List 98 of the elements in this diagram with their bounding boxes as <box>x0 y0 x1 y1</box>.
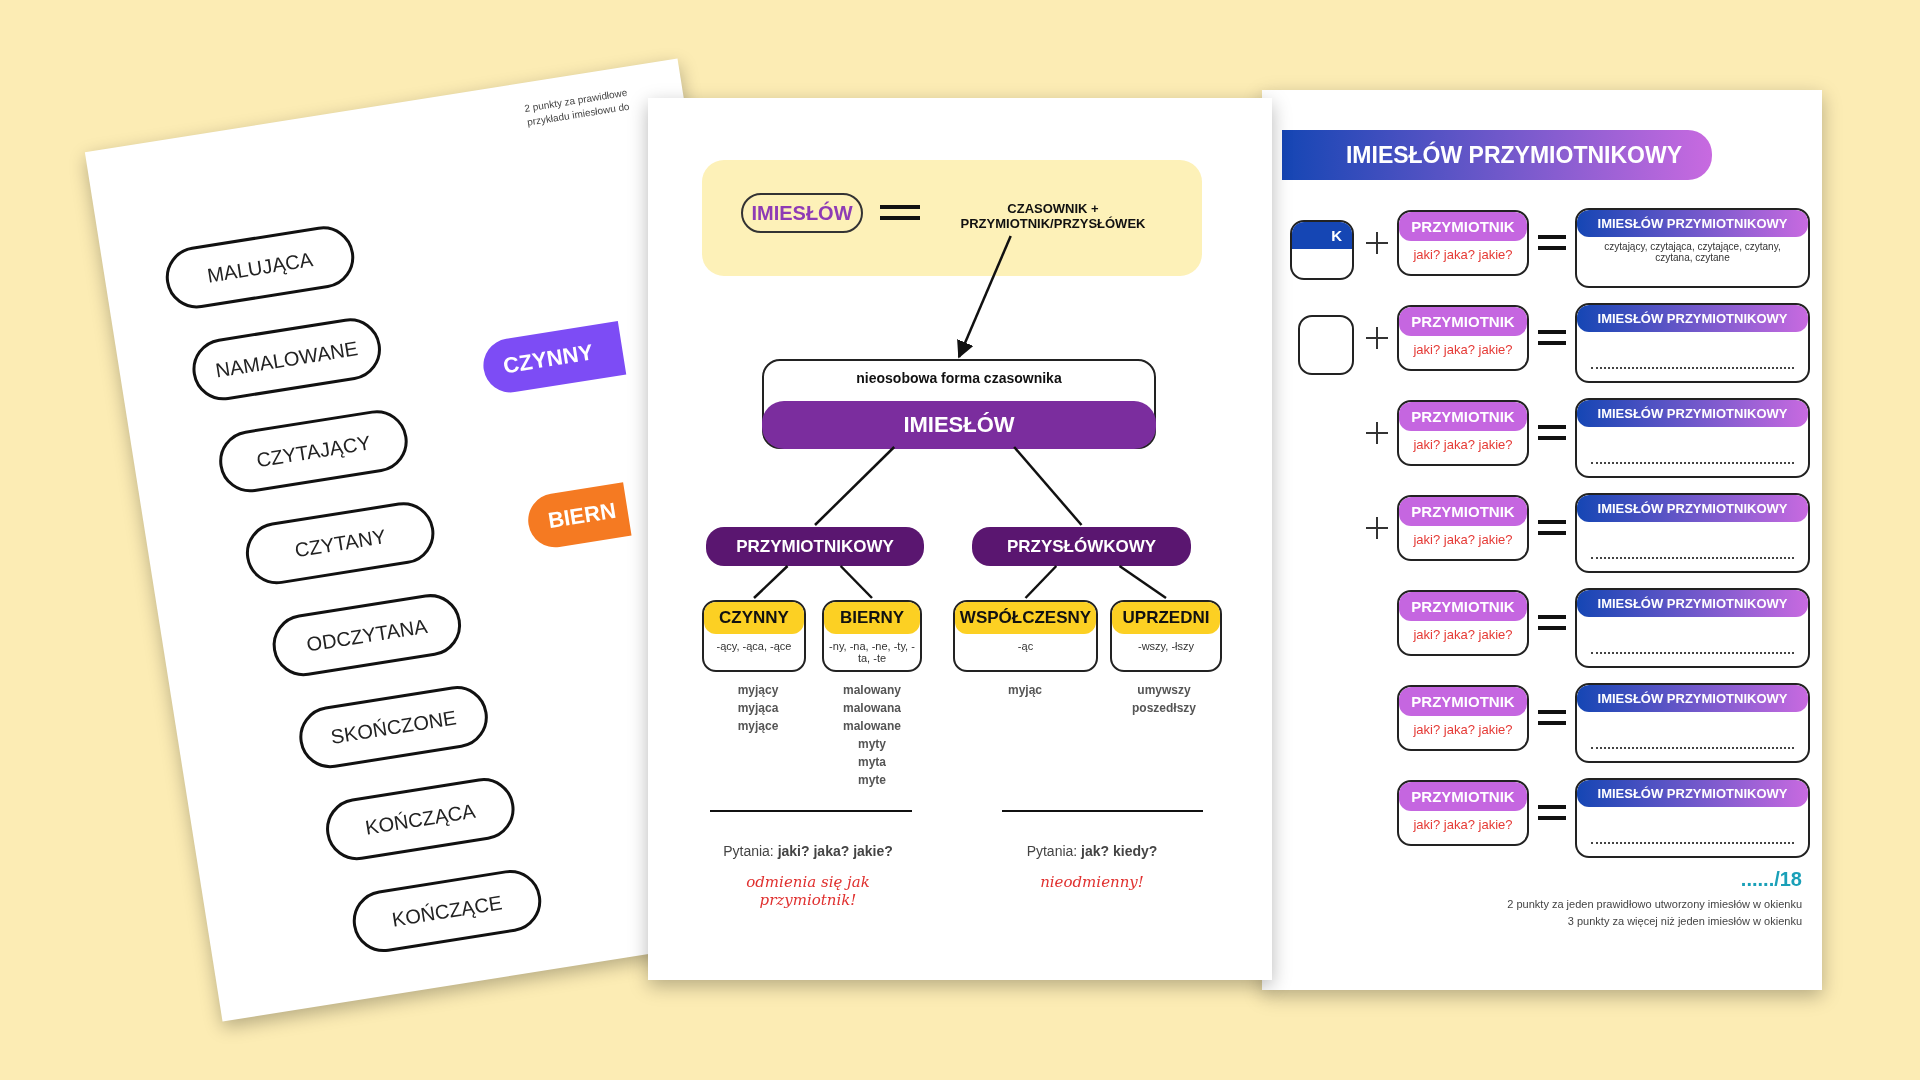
remark-text: odmienia się jak przymiotnik! <box>745 873 871 909</box>
word-label: MALUJĄCA <box>205 247 315 288</box>
word-label: SKOŃCZONE <box>329 705 458 749</box>
example-text: czytający, czytająca, czytające, czytany, czytana, czytane <box>1603 240 1782 265</box>
term-heading: PRZYMIOTNIK <box>1399 687 1527 716</box>
question-text: jaki? jaka? jakie? <box>1412 341 1514 359</box>
question-text: jaki? jaka? jakie? <box>1412 436 1514 454</box>
term-card <box>1397 400 1529 466</box>
formula-text: CZASOWNIK + PRZYMIOTNIK/PRZYSŁÓWEK <box>959 201 1147 231</box>
question-text: jaki? jaka? jakie? <box>1412 721 1514 739</box>
answer-card <box>1575 208 1810 288</box>
term-bar <box>762 401 1156 449</box>
word-label: KOŃCZĄCA <box>363 799 477 840</box>
connector-line <box>753 565 789 599</box>
question-text: jaki? jaka? jakie? <box>1412 816 1514 834</box>
term-heading: PRZYMIOTNIK <box>1399 782 1527 811</box>
question-text: jaki? jaka? jakie? <box>1412 531 1514 549</box>
type-heading: CZYNNY <box>704 602 804 634</box>
term-card <box>1298 315 1354 375</box>
type-heading: WSPÓŁCZESNY <box>955 602 1096 634</box>
answer-card <box>1575 683 1810 763</box>
category-label: CZYNNY <box>501 339 595 380</box>
note-text: 3 punkty za więcej niż jeden imiesłów w okienku <box>1566 915 1802 927</box>
term-card <box>1290 220 1354 280</box>
term-card <box>1397 780 1529 846</box>
connector-line <box>814 446 896 526</box>
answer-card <box>1575 398 1810 478</box>
question-text: jaki? jaka? jakie? <box>1412 246 1514 264</box>
result-heading: IMIESŁÓW PRZYMIOTNIKOWY <box>1577 305 1808 332</box>
type-card <box>822 600 922 672</box>
question-text: Pytania: jaki? jaka? jakie? <box>722 843 894 859</box>
category-pill <box>972 527 1191 566</box>
suffix-text: -wszy, -łszy <box>1137 639 1195 654</box>
example-word: malowana <box>842 701 902 715</box>
word-label: CZYTANY <box>293 524 388 562</box>
suffix-text: -ny, -na, -ne, -ty, -ta, -te <box>828 639 916 666</box>
answer-card <box>1575 588 1810 668</box>
note-text: 2 punkty za jeden prawidłowo utworzony imiesłów w okienku <box>1506 898 1802 910</box>
term-label: IMIESŁÓW <box>751 201 853 225</box>
example-word: myjąca <box>736 701 780 715</box>
example-word: umywszy <box>1136 683 1192 697</box>
term-card <box>1397 210 1529 276</box>
answer-card <box>1575 493 1810 573</box>
answer-card <box>1575 778 1810 858</box>
type-heading: BIERNY <box>824 602 920 634</box>
category-label: PRZYMIOTNIKOWY <box>736 536 894 557</box>
example-word: myte <box>857 773 887 787</box>
type-heading: UPRZEDNI <box>1112 602 1220 634</box>
result-heading: IMIESŁÓW PRZYMIOTNIKOWY <box>1577 400 1808 427</box>
connector-line <box>1118 564 1167 600</box>
term-heading: PRZYMIOTNIK <box>1399 592 1527 621</box>
type-card <box>953 600 1098 672</box>
term-heading: PRZYMIOTNIK <box>1399 497 1527 526</box>
arrow <box>957 235 1012 359</box>
answer-card <box>1575 303 1810 383</box>
remark-text: nieodmienny! <box>1039 873 1145 891</box>
definition-text: nieosobowa forma czasownika <box>855 370 1063 386</box>
example-word: malowane <box>842 719 902 733</box>
suffix-text: -ąc <box>1016 639 1035 654</box>
word-label: KOŃCZĄCE <box>390 891 504 932</box>
type-card <box>1110 600 1222 672</box>
example-word: myjąc <box>1006 683 1043 697</box>
title-banner <box>1282 130 1712 180</box>
term-heading: K <box>1292 222 1352 249</box>
example-word: malowany <box>842 683 902 697</box>
result-heading: IMIESŁÓW PRZYMIOTNIKOWY <box>1577 210 1808 237</box>
connector-line <box>1024 565 1058 599</box>
question-text: Pytania: jak? kiedy? <box>1025 843 1159 859</box>
example-word: myjący <box>736 683 780 697</box>
result-heading: IMIESŁÓW PRZYMIOTNIKOWY <box>1577 590 1808 617</box>
title-text: IMIESŁÓW PRZYMIOTNIKOWY <box>1345 141 1682 169</box>
result-heading: IMIESŁÓW PRZYMIOTNIKOWY <box>1577 685 1808 712</box>
definition-frame <box>762 359 1156 449</box>
example-word: myty <box>857 737 887 751</box>
example-word: myta <box>857 755 887 769</box>
suffix-text: -ący, -ąca, -ące <box>715 639 793 654</box>
category-label: BIERN <box>546 497 618 535</box>
term-card <box>1397 495 1529 561</box>
term-heading: PRZYMIOTNIK <box>1399 402 1527 431</box>
term-card <box>1397 590 1529 656</box>
connector-line <box>1013 446 1083 526</box>
connector-line <box>839 565 873 599</box>
example-word: myjące <box>736 719 780 733</box>
question-text: jaki? jaka? jakie? <box>1412 626 1514 644</box>
result-heading: IMIESŁÓW PRZYMIOTNIKOWY <box>1577 780 1808 807</box>
word-label: ODCZYTANA <box>304 614 429 657</box>
type-card <box>702 600 806 672</box>
category-pill <box>706 527 924 566</box>
word-label: CZYTAJĄCY <box>254 430 373 472</box>
term-card <box>1397 305 1529 371</box>
score-text: ....../18 <box>1739 868 1802 891</box>
term-card <box>1397 685 1529 751</box>
category-label: PRZYSŁÓWKOWY <box>1006 536 1157 557</box>
example-word: poszedłszy <box>1131 701 1197 715</box>
term-label: IMIESŁÓW <box>903 412 1015 438</box>
term-heading: PRZYMIOTNIK <box>1399 307 1527 336</box>
result-heading: IMIESŁÓW PRZYMIOTNIKOWY <box>1577 495 1808 522</box>
term-heading: PRZYMIOTNIK <box>1399 212 1527 241</box>
